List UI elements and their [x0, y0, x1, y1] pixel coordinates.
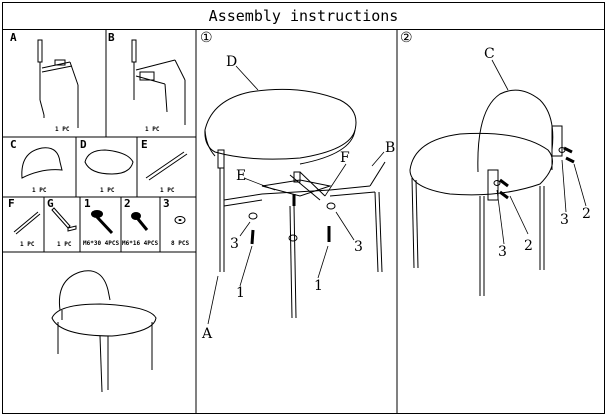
callout-1-left: 1	[236, 285, 245, 301]
sheet-title: Assembly instructions	[3, 3, 604, 30]
callout-e: E	[236, 168, 246, 184]
part-3-label: 3	[163, 197, 170, 210]
part-a-cell: A 1 PC	[10, 31, 79, 133]
part-d-label: D	[80, 138, 87, 151]
part-g-label: G	[47, 197, 54, 210]
callout-2-left: 2	[524, 238, 533, 254]
step-2-leader-lines	[491, 59, 587, 245]
part-g-cell: G 1 PC	[47, 197, 77, 248]
part-2-bolt-icon	[131, 212, 149, 231]
chair-with-back-drawing	[409, 89, 563, 296]
part-2-label: 2	[124, 197, 131, 210]
part-b-label: B	[108, 31, 115, 44]
part-e-cell: E 1 PC	[141, 138, 188, 194]
part-e-label: E	[141, 138, 148, 151]
part-c-qty: 1 PC	[32, 187, 47, 194]
callout-b: B	[385, 140, 395, 156]
bolts-step-2	[493, 146, 575, 200]
part-2-cell: 2 M6*16 4PCS	[122, 197, 159, 247]
bolts-step-1	[248, 194, 336, 245]
callout-1-right: 1	[314, 278, 323, 294]
step-1-panel: ①	[200, 30, 395, 342]
callout-d: D	[226, 54, 237, 70]
part-g-hex-key-icon	[51, 207, 77, 232]
step-1-marker: ①	[200, 30, 213, 46]
callout-3-right: 3	[354, 239, 363, 255]
part-f-label: F	[8, 197, 15, 210]
parts-grid	[3, 29, 398, 414]
instruction-sheet: Assembly instructions	[2, 2, 605, 414]
part-1-bolt-icon	[91, 210, 114, 235]
callout-3-right-step2: 3	[560, 212, 569, 228]
part-g-qty: 1 PC	[57, 241, 72, 248]
part-f-qty: 1 PC	[20, 241, 35, 248]
step-1-leader-lines	[207, 65, 385, 325]
part-3-qty: 8 PCS	[171, 240, 189, 247]
part-3-cell: 3 8 PCS	[163, 197, 189, 247]
part-a-frame-icon	[37, 39, 79, 128]
assembled-chair-drawing	[51, 270, 157, 393]
part-1-label: 1	[84, 197, 91, 210]
callout-3-left-step2: 3	[498, 244, 507, 260]
part-d-cell: D 1 PC	[80, 138, 134, 194]
frame-drawing	[217, 149, 386, 319]
part-c-label: C	[10, 138, 17, 151]
part-c-cell: C 1 PC	[10, 138, 63, 194]
part-3-washer-icon	[174, 216, 186, 224]
part-d-seat-icon	[84, 149, 134, 175]
part-d-qty: 1 PC	[100, 187, 115, 194]
part-f-cell: F 1 PC	[8, 197, 41, 248]
part-a-qty: 1 PC	[55, 126, 70, 133]
part-b-frame-icon	[131, 39, 186, 125]
callout-c: C	[484, 46, 495, 62]
part-1-cell: 1 M6*30 4PCS	[83, 197, 120, 247]
step-2-marker: ②	[400, 30, 413, 46]
part-a-label: A	[10, 31, 17, 44]
part-c-backrest-icon	[21, 147, 63, 179]
callout-f: F	[340, 150, 350, 166]
callout-3-left: 3	[230, 236, 239, 252]
callout-2-right: 2	[582, 206, 591, 222]
callout-a: A	[201, 326, 213, 342]
part-b-qty: 1 PC	[145, 126, 160, 133]
part-b-cell: B 1 PC	[108, 31, 186, 133]
step-2-panel: ② C 2 2	[400, 30, 591, 296]
part-e-rail-icon	[145, 151, 188, 181]
seat-d-drawing	[204, 88, 357, 165]
part-2-qty: M6*16 4PCS	[122, 240, 159, 247]
part-e-qty: 1 PC	[160, 187, 175, 194]
part-1-qty: M6*30 4PCS	[83, 240, 120, 247]
part-f-bar-icon	[13, 211, 41, 235]
